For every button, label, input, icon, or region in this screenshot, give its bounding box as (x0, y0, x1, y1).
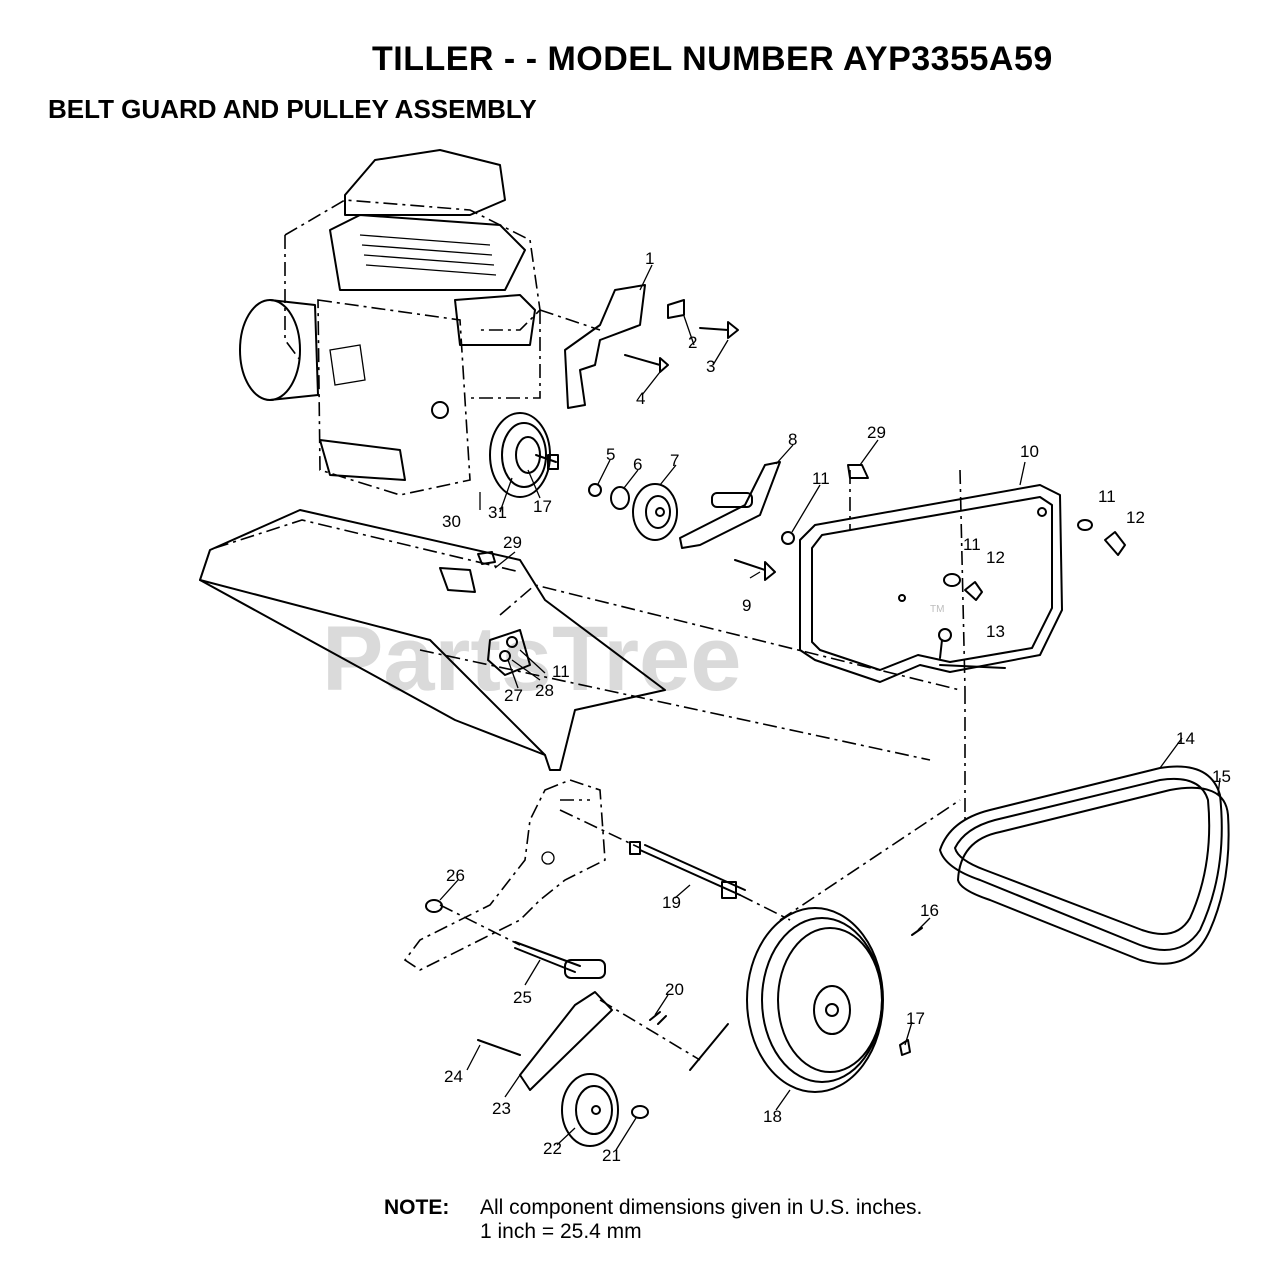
callout-29-shield: 29 (503, 533, 522, 552)
callout-28: 28 (535, 681, 554, 700)
leader-lines (439, 264, 1221, 1151)
callout-11-guard-center: 11 (963, 535, 981, 554)
callout-8: 8 (788, 430, 797, 449)
callout-26: 26 (446, 866, 465, 885)
idler-assembly (425, 899, 729, 1147)
diagram-subtitle: BELT GUARD AND PULLEY ASSEMBLY (48, 94, 537, 124)
idler-hardware (588, 483, 678, 541)
callout-7: 7 (670, 451, 679, 470)
callout-16: 16 (920, 901, 939, 920)
callout-19: 19 (662, 893, 681, 912)
callout-2: 2 (688, 333, 697, 352)
callout-22: 22 (543, 1139, 562, 1158)
callout-12-right: 12 (1126, 508, 1145, 527)
callout-27: 27 (504, 686, 523, 705)
callout-21: 21 (602, 1146, 621, 1165)
belt-guard (799, 464, 1126, 683)
axle-shaft (629, 841, 746, 899)
callout-31: 31 (488, 503, 507, 522)
callout-6: 6 (633, 455, 642, 474)
callout-25: 25 (513, 988, 532, 1007)
drive-belts (939, 765, 1230, 965)
callout-4: 4 (636, 389, 645, 408)
note-label: NOTE: (384, 1196, 450, 1219)
callout-13: 13 (986, 622, 1005, 641)
watermark: PartsTree (322, 608, 741, 710)
engine-illustration (239, 149, 541, 496)
tine-pulley (746, 907, 923, 1093)
diagram-title: TILLER - - MODEL NUMBER AYP3355A59 (372, 40, 1053, 78)
note-text: All component dimensions given in U.S. i… (480, 1196, 922, 1244)
idler-arm (679, 461, 795, 581)
engine-pulley (489, 412, 559, 498)
callout-10: 10 (1020, 442, 1039, 461)
note-line-2: 1 inch = 25.4 mm (480, 1220, 642, 1243)
callout-11-guard-right: 11 (1098, 487, 1116, 506)
callout-5: 5 (606, 445, 615, 464)
callout-17-pulley: 17 (906, 1009, 925, 1028)
callout-14: 14 (1176, 729, 1195, 748)
part-callouts: 1 2 3 4 5 6 7 8 9 10 11 11 11 11 12 12 1… (442, 249, 1231, 1165)
callout-23: 23 (492, 1099, 511, 1118)
callout-9: 9 (742, 596, 751, 615)
engine-bracket (564, 284, 739, 409)
callout-17-engine: 17 (533, 497, 552, 516)
frame-bracket (403, 779, 606, 971)
callout-11-idler: 11 (812, 469, 830, 488)
callout-20: 20 (665, 980, 684, 999)
callout-11-shield: 11 (552, 662, 570, 681)
callout-18: 18 (763, 1107, 782, 1126)
callout-3: 3 (706, 357, 715, 376)
callout-24: 24 (444, 1067, 463, 1086)
dimension-note: NOTE: All component dimensions given in U… (384, 1196, 922, 1244)
callout-1: 1 (645, 249, 654, 268)
tine-shield (199, 509, 666, 771)
callout-29-guard: 29 (867, 423, 886, 442)
watermark-tm: TM (930, 604, 944, 615)
note-line-1: All component dimensions given in U.S. i… (480, 1196, 923, 1219)
callout-12-center: 12 (986, 548, 1005, 567)
callout-30: 30 (442, 512, 461, 531)
callout-15: 15 (1212, 767, 1231, 786)
